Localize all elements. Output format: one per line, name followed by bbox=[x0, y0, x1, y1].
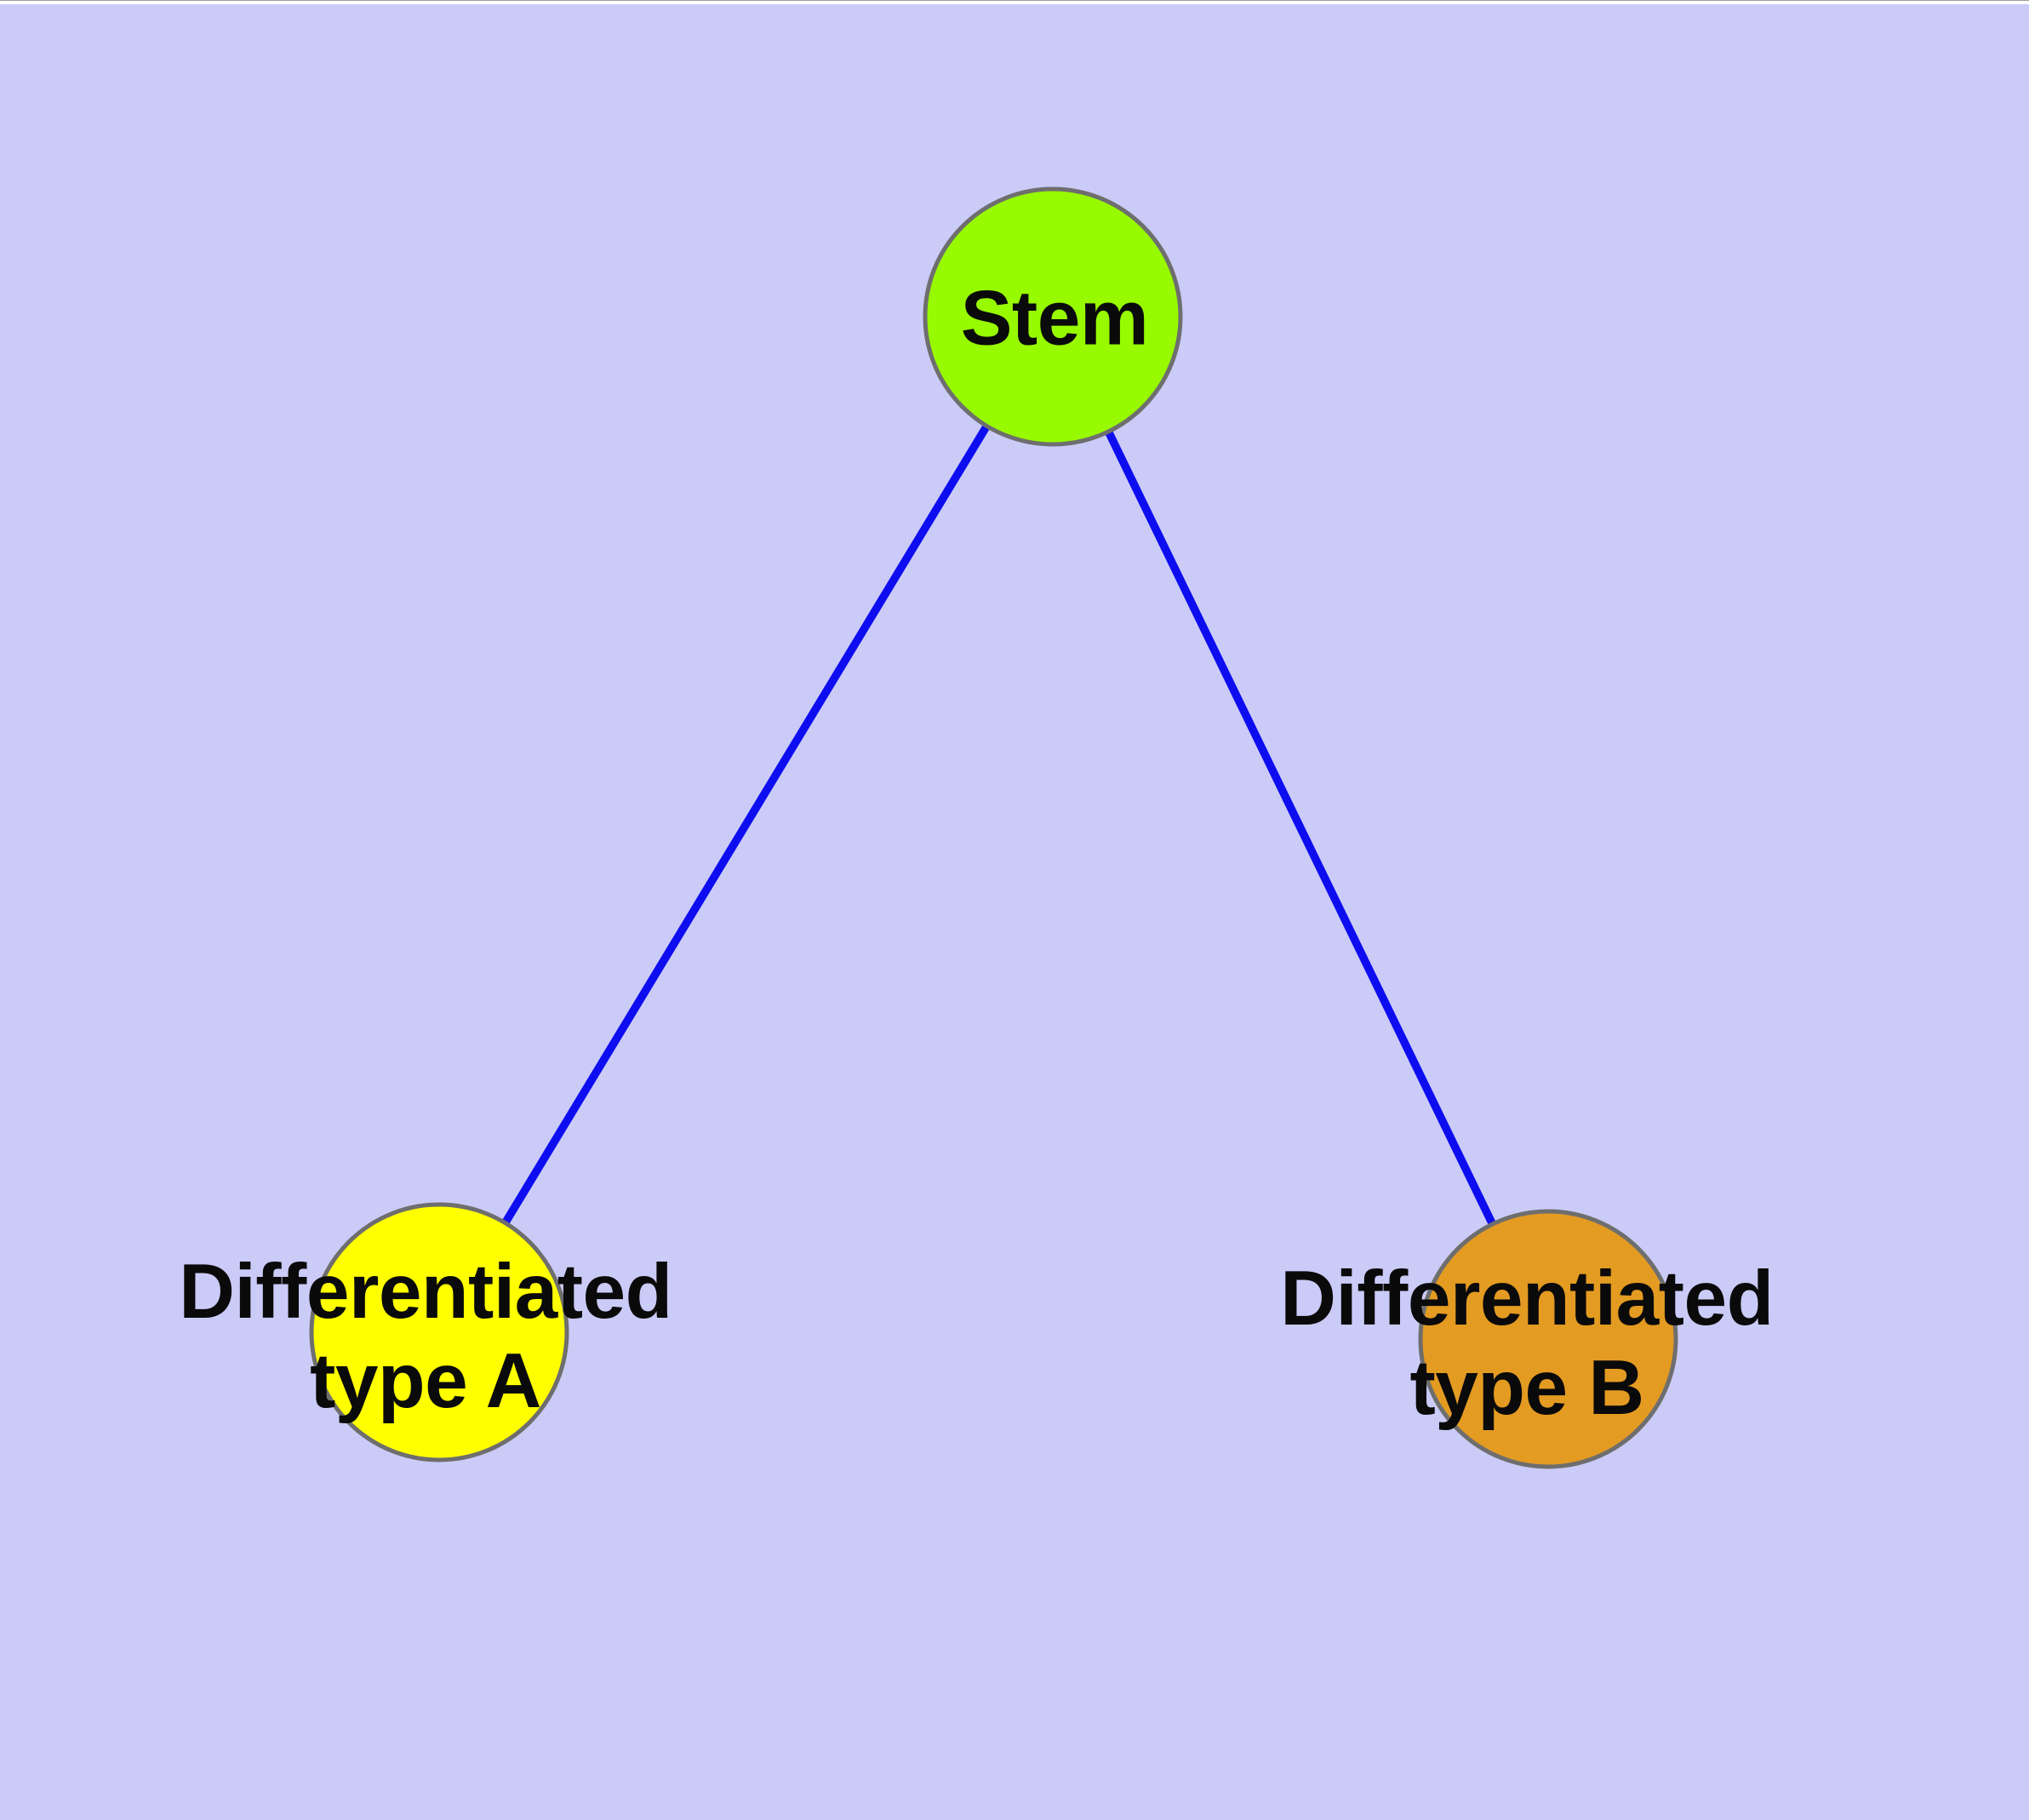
node-label-line: Differentiated bbox=[179, 1249, 672, 1335]
node-stem-label: Stem bbox=[961, 274, 1149, 363]
node-stem bbox=[923, 186, 1183, 447]
edge-stem-to-type-b bbox=[1049, 314, 1552, 1342]
node-label-line: type B bbox=[1409, 1345, 1644, 1431]
node-label-line: Differentiated bbox=[1280, 1256, 1774, 1342]
node-differentiated-type-b bbox=[1418, 1209, 1678, 1469]
window-top-edge bbox=[0, 0, 2029, 4]
node-type-b-label: Differentiated type B bbox=[1280, 1254, 1774, 1433]
node-differentiated-type-a bbox=[309, 1202, 569, 1462]
node-label-line: Stem bbox=[960, 275, 1149, 362]
node-label-line: type A bbox=[310, 1338, 541, 1424]
edge-stem-to-type-a bbox=[435, 314, 1057, 1335]
node-type-a-label: Differentiated type A bbox=[179, 1247, 672, 1426]
